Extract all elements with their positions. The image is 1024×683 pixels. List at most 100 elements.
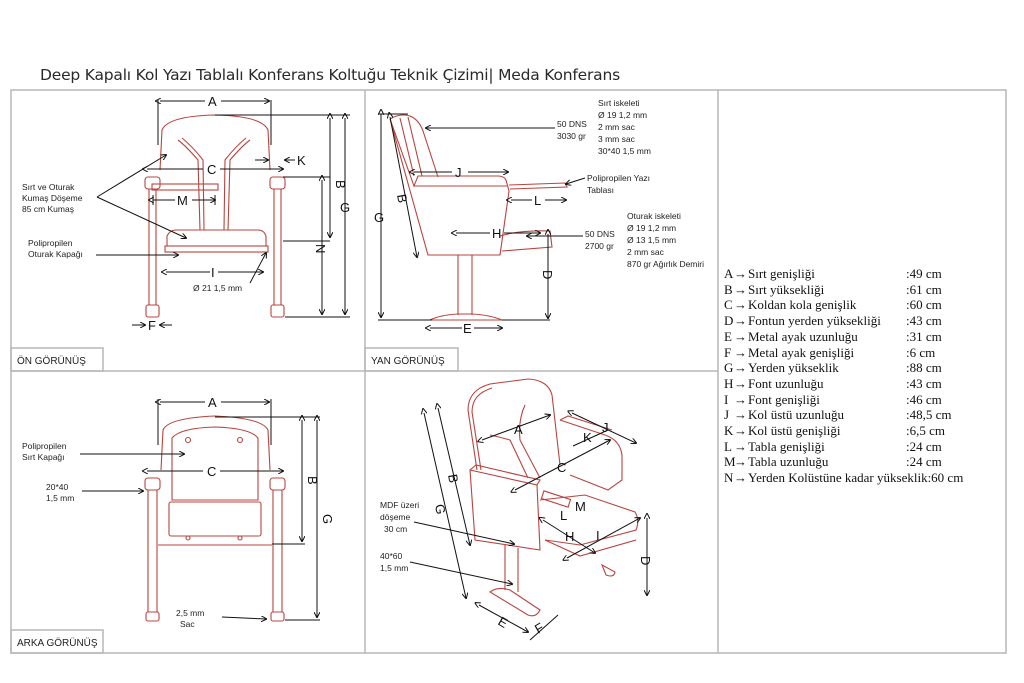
front-chair-outline — [144, 114, 286, 318]
side-note-seat-frame: Oturak iskeleti — [627, 211, 681, 221]
spec-value: :43 cm — [906, 313, 942, 329]
front-view-label: ÖN GÖRÜNÜŞ — [17, 355, 86, 367]
iso-dim-E: E — [496, 614, 511, 631]
back-chair-outline — [144, 415, 286, 622]
spec-row: B→Sırt yüksekliği:61 cm — [724, 282, 963, 298]
arrow-right-icon: → — [734, 360, 747, 376]
front-dim-I: I — [211, 265, 215, 280]
side-note-seat-foam-2: 2700 gr — [585, 241, 614, 251]
spec-value: :6,5 cm — [906, 423, 945, 439]
spec-value: :6 cm — [906, 344, 936, 360]
side-dim-L: L — [534, 193, 541, 208]
spec-row: D→Fontun yerden yüksekliği:43 cm — [724, 313, 963, 329]
side-dim-B: B — [394, 193, 410, 204]
front-dim-F: F — [148, 318, 156, 333]
side-note-back-frame-2: 2 mm sac — [598, 122, 636, 132]
spec-row: N→Yerden Kolüstüne kadar yükseklik:60 cm — [724, 470, 963, 486]
spec-name: Fontun yerden yüksekliği — [748, 313, 881, 329]
spec-key: C — [724, 297, 733, 313]
spec-key: J — [724, 407, 730, 423]
side-dim-H: H — [492, 226, 501, 241]
spec-value: :48,5 cm — [906, 407, 952, 423]
spec-row: G→Yerden yükseklik:88 cm — [724, 360, 963, 376]
side-note-seat-frame-3: 2 mm sac — [627, 247, 665, 257]
spec-row: H→Font uzunluğu:43 cm — [724, 376, 963, 392]
spec-name: Tabla uzunluğu — [748, 454, 829, 470]
side-note-seat-frame-1: Ø 19 1,2 mm — [627, 223, 676, 233]
iso-note-leg: 40*60 — [380, 551, 402, 561]
back-view: A C B G Polipropilen Sırt Kapağı 20*40 1… — [22, 395, 335, 629]
iso-dim-K: K — [583, 430, 592, 445]
spec-key: K — [724, 423, 734, 439]
spec-name: Yerden Kolüstüne kadar yükseklik:60 cm — [748, 470, 964, 486]
spec-value: :60 cm — [906, 297, 942, 313]
spec-key: G — [724, 360, 734, 376]
side-note-back-foam: 50 DNS — [557, 119, 587, 129]
spec-row: A→Sırt genişliği:49 cm — [724, 266, 963, 282]
side-dim-G: G — [374, 210, 384, 225]
side-note-back-frame: Sırt iskeleti — [598, 98, 640, 108]
arrow-right-icon: → — [734, 423, 747, 439]
iso-note-mdf-2: döşeme — [380, 512, 411, 522]
spec-name: Tabla genişliği — [748, 438, 825, 454]
side-note-back-frame-4: 30*40 1,5 mm — [598, 146, 651, 156]
back-view-label-box — [10, 629, 104, 654]
drawing-frame — [10, 89, 1007, 654]
spec-row: M→Tabla uzunluğu :24 cm — [724, 454, 963, 470]
iso-dim-F: F — [532, 620, 546, 637]
side-dim-E: E — [463, 321, 472, 336]
front-dim-K: K — [297, 153, 306, 168]
spec-name: Metal ayak uzunluğu — [748, 328, 858, 344]
side-view-label-box — [364, 347, 459, 372]
spec-value: :24 cm — [906, 438, 942, 454]
side-dim-D: D — [540, 270, 555, 279]
iso-dim-D: D — [638, 556, 653, 565]
spec-value: :24 cm — [906, 454, 942, 470]
spec-key: E — [724, 328, 732, 344]
side-dim-J: J — [455, 165, 462, 180]
back-note-sheet: 2,5 mm — [176, 608, 204, 618]
side-chair-outline — [389, 114, 568, 321]
front-dim-N: N — [313, 244, 328, 253]
spec-key: B — [724, 281, 733, 297]
front-dim-A: A — [208, 94, 217, 109]
arrow-right-icon: → — [734, 344, 747, 360]
spec-row: K→Kol üstü genişliği:6,5 cm — [724, 423, 963, 439]
arrow-right-icon: → — [734, 454, 747, 470]
spec-key: A — [724, 266, 734, 281]
arrow-right-icon: → — [734, 281, 747, 297]
front-note-tube: Ø 21 1,5 mm — [193, 283, 242, 293]
spec-key: D — [724, 313, 734, 329]
back-view-label: ARKA GÖRÜNÜŞ — [17, 637, 98, 649]
front-dim-C: C — [207, 162, 216, 177]
spec-value: :46 cm — [906, 391, 942, 407]
front-view: A C K M I F B N G Sırt ve Oturak Kumaş D… — [22, 94, 350, 333]
front-note-fabric: Sırt ve Oturak — [22, 182, 75, 192]
spec-name: Koldan kola genişlik — [748, 297, 857, 313]
side-note-tablet: Polipropilen Yazı — [587, 173, 650, 183]
spec-row: C→Koldan kola genişlik :60 cm — [724, 297, 963, 313]
spec-value: :88 cm — [906, 360, 942, 376]
side-note-back-foam-2: 3030 gr — [557, 131, 586, 141]
front-note-fabric-2: Kumaş Döşeme — [22, 193, 83, 203]
spec-value: :61 cm — [906, 281, 942, 297]
side-note-seat-frame-2: Ø 13 1,5 mm — [627, 235, 676, 245]
back-dim-C: C — [207, 464, 216, 479]
front-note-fabric-3: 85 cm Kumaş — [22, 204, 74, 214]
back-dim-A: A — [208, 395, 217, 410]
front-dim-G: G — [340, 200, 350, 215]
arrow-right-icon: → — [734, 266, 747, 281]
spec-name: Font uzunluğu — [748, 375, 824, 391]
back-note-sheet-2: Sac — [180, 619, 195, 629]
spec-name: Sırt genişliği — [748, 266, 815, 281]
iso-dim-G: G — [432, 503, 449, 516]
front-view-label-box — [10, 347, 104, 372]
arrow-right-icon: → — [734, 297, 747, 313]
spec-row: L→Tabla genişliği:24 cm — [724, 439, 963, 455]
side-view-label: YAN GÖRÜNÜŞ — [371, 355, 445, 367]
iso-dim-B: B — [445, 473, 461, 484]
front-dim-M: M — [177, 193, 188, 208]
spec-key: M — [724, 454, 736, 470]
